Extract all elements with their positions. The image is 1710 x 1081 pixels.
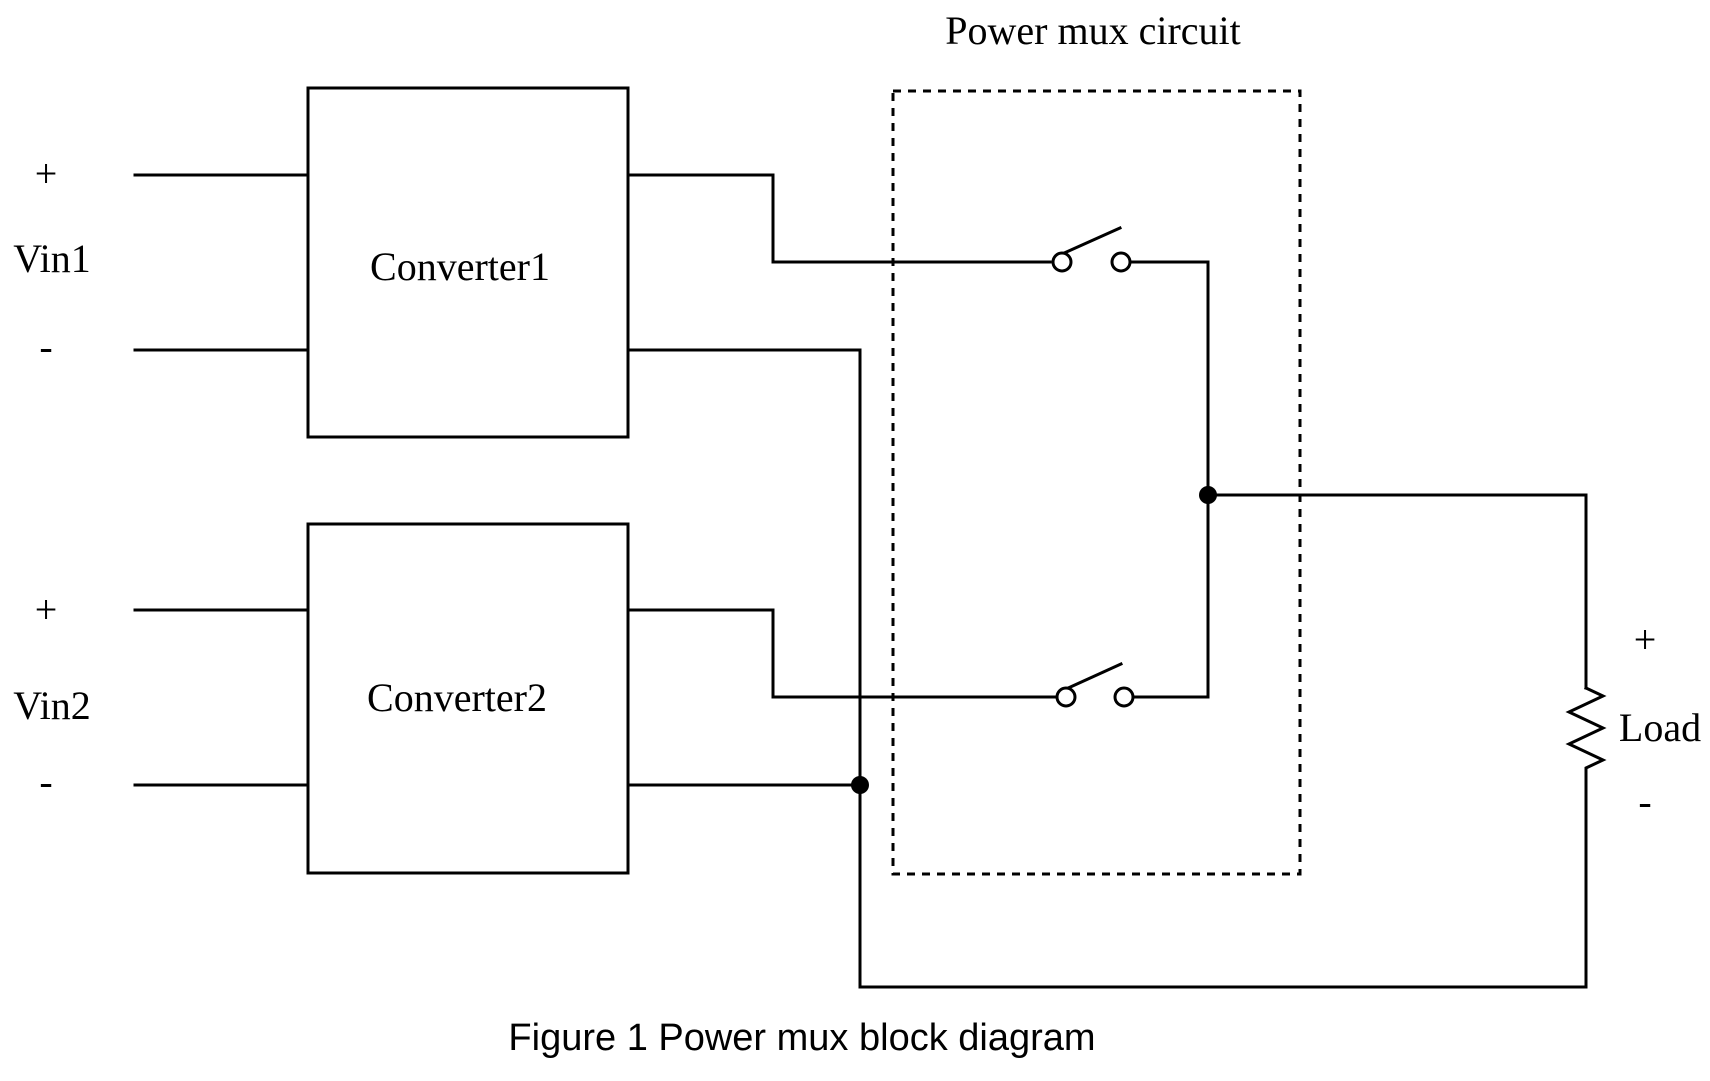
converter2-label: Converter2 — [367, 675, 547, 720]
switch1-terminal-right — [1110, 251, 1132, 273]
converter1-out-minus-wire — [626, 348, 1588, 989]
switch2-terminal-left — [1055, 686, 1077, 708]
switch1-lever — [1060, 226, 1122, 256]
converter2-out-plus-wire — [626, 608, 1057, 699]
converter2-block — [306, 522, 630, 875]
vin2-minus-label: - — [39, 759, 52, 804]
load-label: Load — [1619, 705, 1701, 750]
converter1-label: Converter1 — [370, 244, 550, 289]
switch1-out-wire — [1128, 260, 1210, 699]
ground-junction-dot — [851, 776, 869, 794]
vin2-plus-label: + — [35, 587, 58, 632]
vin1-minus-label: - — [39, 324, 52, 369]
figure-caption: Figure 1 Power mux block diagram — [508, 1017, 1095, 1059]
load-plus-label: + — [1634, 617, 1657, 662]
power-mux-title: Power mux circuit — [945, 8, 1241, 53]
load-plus-wire — [1206, 493, 1588, 690]
converter1-out-plus-wire — [626, 173, 1052, 264]
converter1-block — [306, 86, 630, 439]
load-resistor-icon — [1565, 686, 1607, 777]
power-mux-boundary — [891, 89, 1302, 876]
vin1-label: Vin1 — [13, 236, 91, 281]
load-minus-label: - — [1638, 779, 1651, 824]
switch2-terminal-right — [1113, 686, 1135, 708]
vin2-label: Vin2 — [13, 683, 91, 728]
switch2-lever — [1064, 662, 1123, 691]
vin1-plus-label: + — [35, 151, 58, 196]
switch1-terminal-left — [1051, 251, 1073, 273]
output-junction-dot — [1199, 486, 1217, 504]
